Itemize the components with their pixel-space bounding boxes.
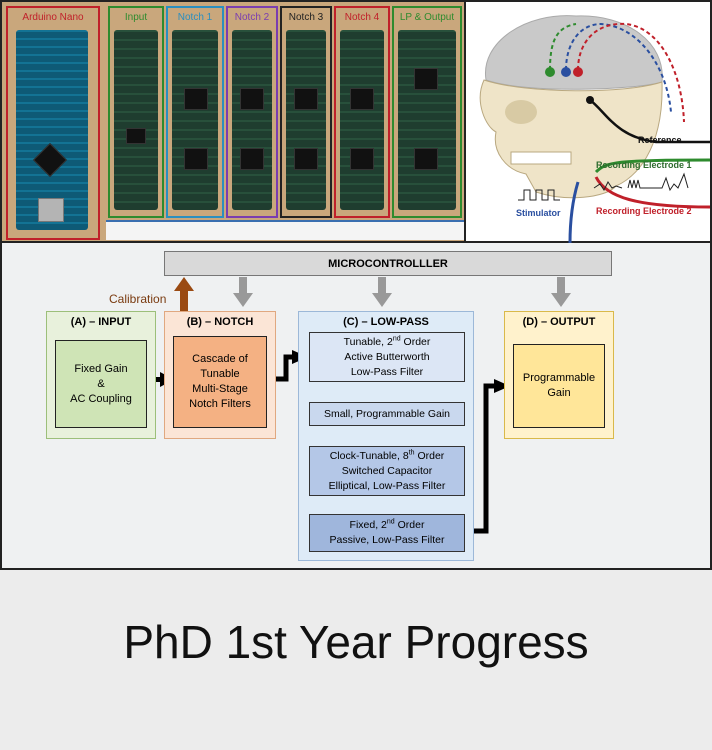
- notch2-board-frame: Notch 2: [226, 6, 278, 218]
- lowpass-box1-line2: Active Butterworth: [344, 350, 430, 363]
- notch4-chip-a: [350, 88, 374, 110]
- notch1-board: [172, 30, 218, 210]
- electrode-green: [545, 67, 555, 77]
- arduino-nano-label: Arduino Nano: [22, 12, 84, 23]
- notch-line2: Tunable: [200, 368, 240, 380]
- notch2-chip-b: [240, 148, 264, 170]
- input-line3: AC Coupling: [70, 392, 132, 405]
- input-chip: [126, 128, 146, 144]
- pcb-photo-panel: Arduino Nano Input Notch 1 Notch 2 Notch…: [0, 0, 466, 243]
- lowpass-box2-text: Small, Programmable Gain: [323, 407, 451, 420]
- notch4-board: [340, 30, 384, 210]
- notch-block: Cascade of Tunable Multi-Stage Notch Fil…: [173, 336, 267, 428]
- notch3-board: [286, 30, 326, 210]
- lowpass-elliptical-block: Clock-Tunable, 8th Order Switched Capaci…: [309, 446, 465, 496]
- gray-arrows: [233, 277, 571, 307]
- input-block: Fixed Gain & AC Coupling: [55, 340, 147, 428]
- output-block: Programmable Gain: [513, 344, 605, 428]
- input-board-frame: Input: [108, 6, 164, 218]
- input-line2: &: [97, 377, 105, 390]
- notch-line3: Multi-Stage: [192, 383, 248, 395]
- ruler-strip: [106, 220, 464, 240]
- lp-output-board-frame: LP & Output: [392, 6, 462, 218]
- lowpass-passive-block: Fixed, 2nd Order Passive, Low-Pass Filte…: [309, 514, 465, 552]
- notch1-chip-b: [184, 148, 208, 170]
- notch3-chip-a: [294, 88, 318, 110]
- output-line2: Gain: [547, 387, 571, 399]
- lowpass-box1-line3: Low-Pass Filter: [350, 365, 424, 378]
- stage-input: (A) – INPUT Fixed Gain & AC Coupling: [46, 311, 156, 439]
- skull-illustration: [479, 15, 711, 244]
- lowpass-box4-line1: Fixed, 2nd Order: [349, 518, 425, 532]
- block-diagram: MICROCONTROLLLER Calibration (A) – INPUT: [0, 243, 712, 570]
- notch4-board-frame: Notch 4: [334, 6, 390, 218]
- brain-illustration-panel: Reference Recording Electrode 1 Stimulat…: [466, 0, 712, 244]
- stage-output-title: (D) – OUTPUT: [522, 316, 596, 328]
- input-label: Input: [124, 12, 148, 23]
- notch1-board-frame: Notch 1: [166, 6, 224, 218]
- lp-output-board: [398, 30, 456, 210]
- input-line1: Fixed Gain: [74, 362, 128, 375]
- stage-input-title: (A) – INPUT: [70, 316, 132, 328]
- recording-electrode-2-label: Recording Electrode 2: [596, 206, 692, 216]
- stage-notch-title: (B) – NOTCH: [186, 316, 254, 328]
- microcontroller-bar: MICROCONTROLLLER: [164, 251, 612, 276]
- stage-lowpass-title: (C) – LOW-PASS: [343, 316, 429, 328]
- output-line1: Programmable: [522, 372, 596, 384]
- page-title: PhD 1st Year Progress: [123, 616, 589, 668]
- notch1-label: Notch 1: [177, 12, 213, 23]
- notch2-label: Notch 2: [234, 12, 270, 23]
- lowpass-box4-line2: Passive, Low-Pass Filter: [329, 534, 445, 546]
- stage-notch: (B) – NOTCH Cascade of Tunable Multi-Sta…: [164, 311, 276, 439]
- electrode-blue: [561, 67, 571, 77]
- notch1-chip-a: [184, 88, 208, 110]
- calibration-label: Calibration: [109, 292, 167, 306]
- notch2-board: [232, 30, 272, 210]
- notch3-board-frame: Notch 3: [280, 6, 332, 218]
- lp-output-chip-b: [414, 148, 438, 170]
- notch4-chip-b: [350, 148, 374, 170]
- title-area: PhD 1st Year Progress: [0, 570, 712, 750]
- lowpass-butterworth-block: Tunable, 2nd Order Active Butterworth Lo…: [309, 332, 465, 382]
- calibration-arrow: [174, 277, 194, 312]
- stimulator-label: Stimulator: [516, 208, 561, 218]
- arduino-board: [16, 30, 88, 230]
- notch3-chip-b: [294, 148, 318, 170]
- notch4-label: Notch 4: [344, 12, 380, 23]
- lowpass-box3-line3: Elliptical, Low-Pass Filter: [328, 479, 446, 492]
- lowpass-box3-line1: Clock-Tunable, 8th Order: [329, 449, 445, 462]
- notch-line1: Cascade of: [192, 353, 248, 365]
- lp-output-label: LP & Output: [399, 12, 455, 23]
- electrode-red: [573, 67, 583, 77]
- lowpass-gain-block: Small, Programmable Gain: [309, 402, 465, 426]
- lowpass-box3-line2: Switched Capacitor: [341, 464, 433, 477]
- arduino-nano-frame: Arduino Nano: [6, 6, 100, 240]
- usb-connector: [38, 198, 64, 222]
- reference-label: Reference: [638, 135, 682, 145]
- input-board: [114, 30, 158, 210]
- stage-output: (D) – OUTPUT Programmable Gain: [504, 311, 614, 439]
- stage-lowpass: (C) – LOW-PASS Tunable, 2nd Order Active…: [298, 311, 474, 561]
- notch2-chip-a: [240, 88, 264, 110]
- lp-output-chip-a: [414, 68, 438, 90]
- notch-line4: Notch Filters: [189, 398, 251, 410]
- recording-electrode-1-label: Recording Electrode 1: [596, 160, 692, 170]
- notch3-label: Notch 3: [288, 12, 324, 23]
- lowpass-box1-line1: Tunable, 2nd Order: [343, 335, 431, 348]
